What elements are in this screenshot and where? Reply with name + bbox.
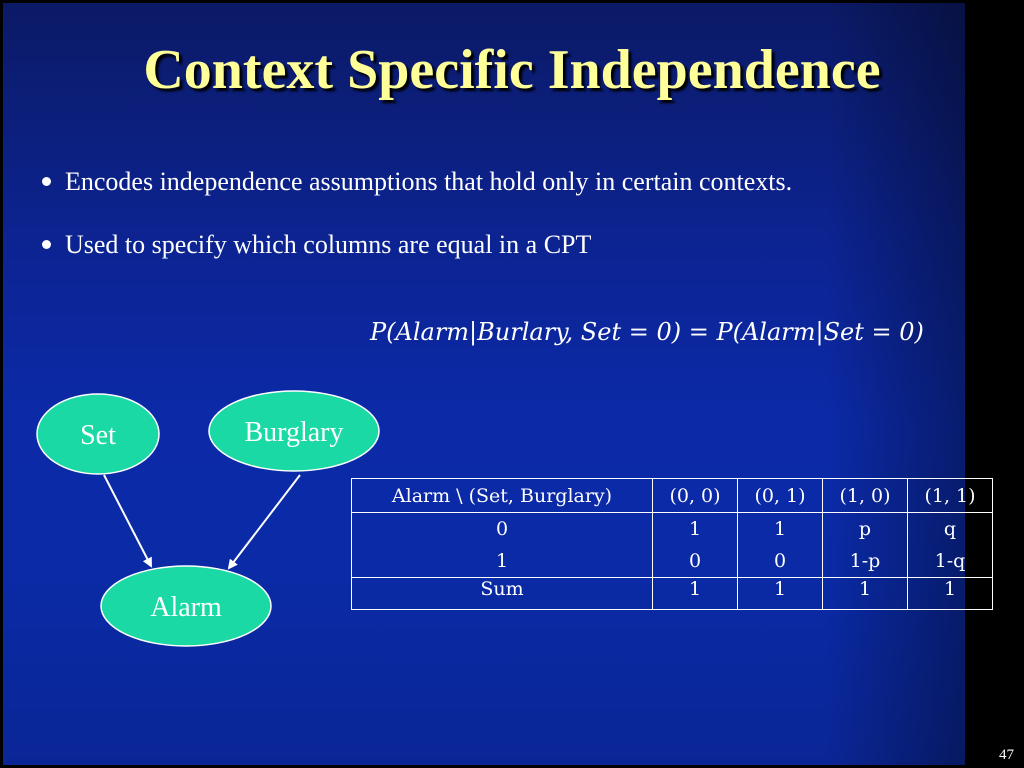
cpt-header-col: (1, 1): [907, 478, 993, 513]
cpt-sum-cell: 1: [822, 577, 908, 610]
bullet-dot-icon: [42, 239, 51, 249]
slide-title: Context Specific Independence: [143, 39, 881, 101]
bullet-dot-icon: [42, 176, 51, 186]
cpt-header-row-label: Alarm \ (Set, Burglary): [351, 478, 653, 513]
cpt-cell: 1: [688, 518, 702, 540]
cpt-sum-cell: 1: [907, 577, 993, 610]
cpt-sum-cell: 1: [652, 577, 738, 610]
cpt-header-col: (1, 0): [822, 478, 908, 513]
cpt-header-row: Alarm \ (Set, Burglary) (0, 0) (0, 1) (1…: [351, 478, 993, 513]
cpt-cell: 1-p: [849, 550, 881, 572]
node-set-label: Set: [80, 420, 116, 451]
edge-set-alarm: [103, 474, 152, 568]
bullet-item: Used to specify which columns are equal …: [42, 230, 591, 260]
bullet-item: Encodes independence assumptions that ho…: [42, 167, 792, 197]
cpt-header-col: (0, 1): [737, 478, 823, 513]
cpt-header-col: (0, 0): [652, 478, 738, 513]
cpt-col-values: q 1-q: [907, 512, 993, 578]
node-burglary-label: Burglary: [244, 417, 343, 448]
bullet-text: Encodes independence assumptions that ho…: [65, 167, 793, 196]
cpt-cell: 1: [773, 518, 787, 540]
node-set-shape: [36, 393, 160, 475]
node-burglary-shape: [208, 390, 380, 472]
edge-burglary-alarm: [227, 474, 301, 570]
node-alarm-label: Alarm: [150, 592, 222, 623]
cpt-sum-label: Sum: [351, 577, 653, 610]
cpt-col-values: p 1-p: [822, 512, 908, 578]
page-number: 47: [999, 747, 1014, 763]
bullet-text: Used to specify which columns are equal …: [65, 230, 592, 259]
cpt-sum-row: Sum 1 1 1 1: [351, 577, 993, 610]
cpt-table: Alarm \ (Set, Burglary) (0, 0) (0, 1) (1…: [351, 478, 993, 610]
cpt-cell: q: [943, 518, 957, 540]
cpt-cell: 1: [495, 550, 509, 572]
cpt-col-values: 1 0: [652, 512, 738, 578]
cpt-value-rows: 0 1 1 0 1 0 p 1-p q 1-q: [351, 512, 993, 578]
cpt-cell: 0: [495, 518, 509, 540]
cpt-sum-cell: 1: [737, 577, 823, 610]
cpt-alarm-values: 0 1: [351, 512, 653, 578]
node-alarm: Alarm: [100, 565, 272, 647]
cpt-col-values: 1 0: [737, 512, 823, 578]
node-alarm-shape: [100, 565, 272, 647]
cpt-cell: p: [858, 518, 872, 540]
cpt-cell: 1-q: [934, 550, 966, 572]
cpt-cell: 0: [773, 550, 787, 572]
formula: P(Alarm|Burlary, Set = 0) = P(Alarm|Set …: [370, 318, 924, 346]
node-burglary: Burglary: [208, 390, 380, 472]
node-set: Set: [36, 393, 160, 475]
cpt-cell: 0: [688, 550, 702, 572]
